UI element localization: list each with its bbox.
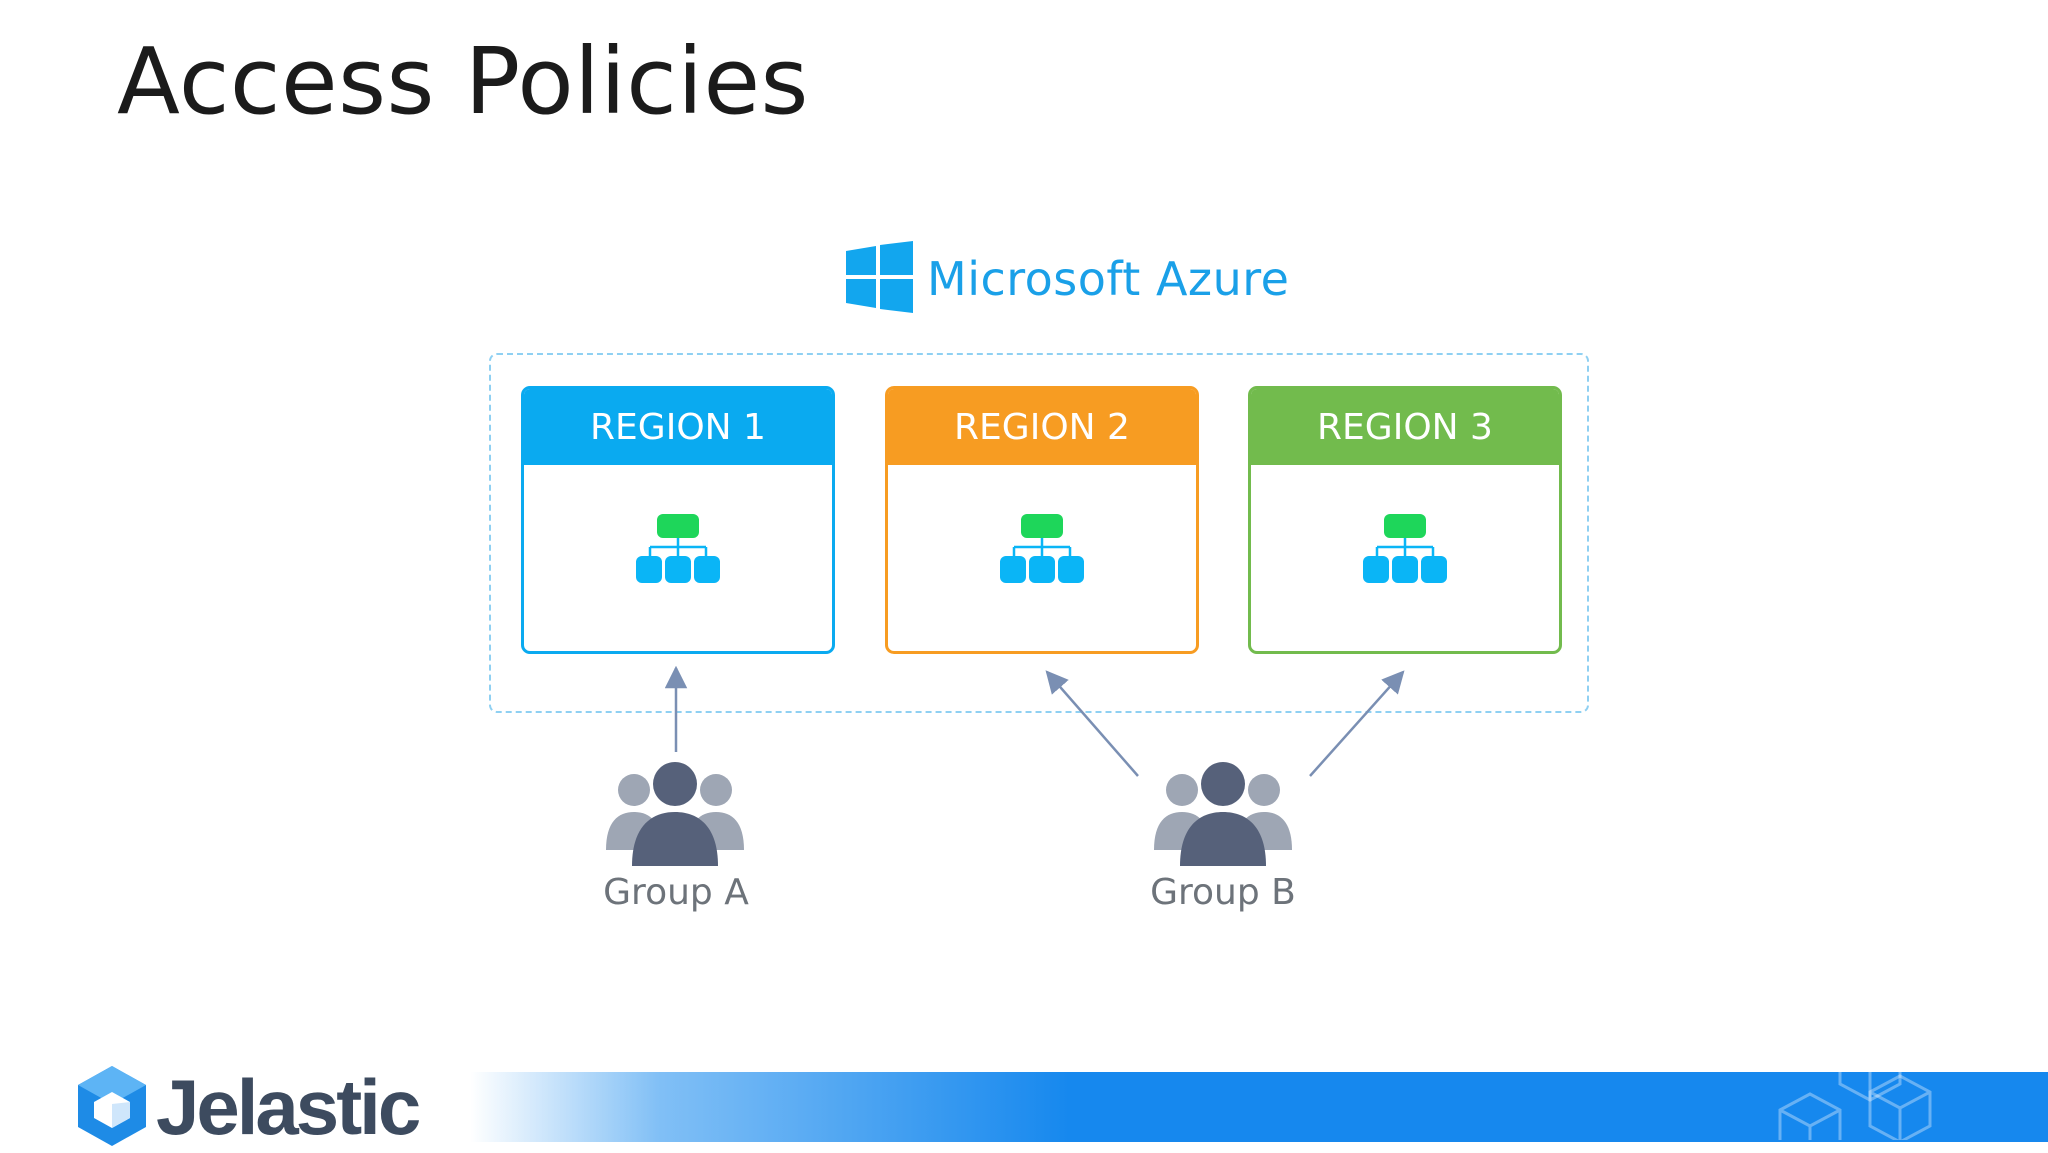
group-b-to-region-2-arrow [1045, 670, 1139, 777]
azure-label: Microsoft Azure [927, 252, 1290, 306]
region-1-header: REGION 1 [524, 389, 832, 465]
azure-regions-boundary [489, 353, 1589, 713]
group-a-label: Group A [603, 872, 749, 913]
region-3-label: REGION 3 [1317, 406, 1493, 448]
windows-logo-icon [846, 241, 913, 313]
region-3-header: REGION 3 [1251, 389, 1559, 465]
region-2-header: REGION 2 [888, 389, 1196, 465]
network-hierarchy-icon [1363, 514, 1447, 583]
network-hierarchy-icon [1000, 514, 1084, 583]
wireframe-cubes-icon [1778, 1032, 1932, 1140]
group-b-to-region-3-arrow [1309, 670, 1405, 777]
group-a-icon [606, 762, 744, 866]
network-hierarchy-icon [636, 514, 720, 583]
region-1-label: REGION 1 [590, 406, 766, 448]
jelastic-wordmark: Jelastic [156, 1063, 421, 1151]
group-b-icon [1154, 762, 1292, 866]
footer-bar [470, 1072, 2048, 1142]
region-3-box: REGION 3 [1248, 386, 1562, 654]
slide-title: Access Policies [117, 28, 809, 135]
region-2-box: REGION 2 [885, 386, 1199, 654]
region-1-box: REGION 1 [521, 386, 835, 654]
group-b-label: Group B [1150, 872, 1296, 913]
jelastic-cube-logo-icon [78, 1066, 146, 1146]
region-2-label: REGION 2 [954, 406, 1130, 448]
